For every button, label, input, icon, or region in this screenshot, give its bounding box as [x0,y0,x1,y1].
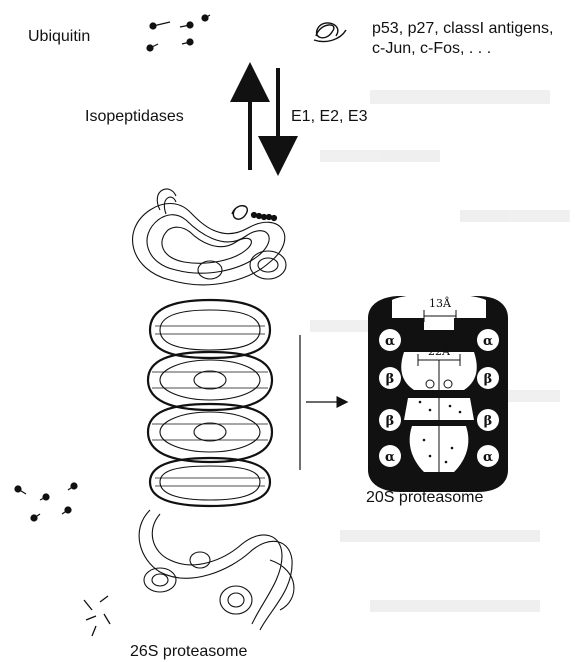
alpha-ring-label-right-top: α [483,334,493,349]
beta-ring-label-right-bottom: β [484,414,493,429]
pore-width-top: 13Å [429,296,452,310]
beta-ring-label-right-top: β [484,372,493,387]
pore-width-middle: 22Å [428,344,451,358]
peptide-fragments-icon [84,596,110,636]
alpha-ring-label-right-bottom: α [483,450,493,465]
beta-ring-label-left-bottom: β [386,414,395,429]
ubiquitinated-substrate [232,206,277,221]
ubiquitin-molecules-bottom [15,483,77,521]
ubiquitin-molecules-top [147,15,210,51]
substrate-icon-top [314,23,346,42]
alpha-ring-label-left-bottom: α [385,450,395,465]
proteasome-26s-contour-map [133,189,294,630]
alpha-ring-label-left-top: α [385,334,395,349]
beta-ring-label-left-top: β [386,372,395,387]
